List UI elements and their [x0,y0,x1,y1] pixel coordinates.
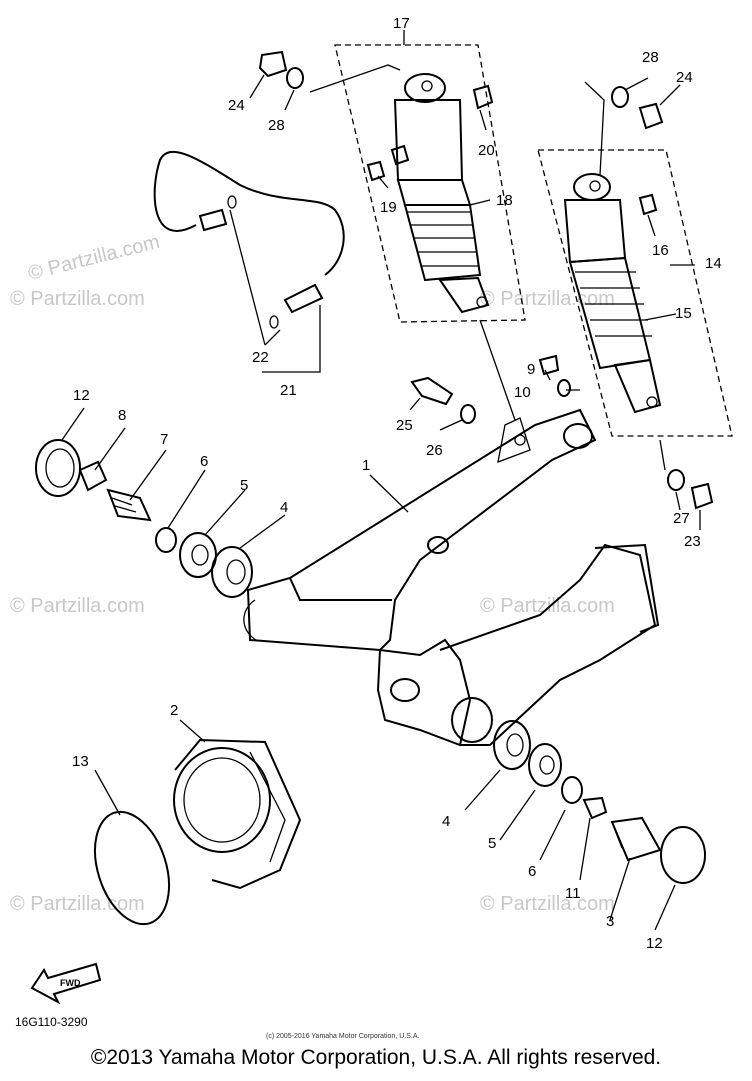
callout-13: 13 [72,753,89,770]
leader-lines [61,30,701,931]
swingarm [243,408,660,747]
footer-copyright: ©2013 Yamaha Motor Corporation, U.S.A. A… [90,1046,662,1069]
shock-group-14-box [537,149,733,437]
callout-6: 6 [200,453,208,470]
callout-4: 4 [442,813,450,830]
right-pivot-parts [493,720,706,884]
callout-1: 1 [362,457,370,474]
callout-12: 12 [73,387,90,404]
callout-5: 5 [488,835,496,852]
callout-24: 24 [676,69,693,86]
callout-23: 23 [684,533,701,550]
callout-9: 9 [527,361,535,378]
callout-27: 27 [673,510,690,527]
callout-22: 22 [252,349,269,366]
callout-20: 20 [478,142,495,159]
callout-19: 19 [380,199,397,216]
shock-group-17-box [334,44,526,323]
callout-16: 16 [652,242,669,259]
callout-2: 2 [170,702,178,719]
watermark: © Partzilla.com [26,231,162,285]
callout-15: 15 [675,305,692,322]
callout-7: 7 [160,431,168,448]
callout-17: 17 [393,15,410,32]
watermark: © Partzilla.com [10,595,145,617]
callout-8: 8 [118,407,126,424]
diagram-code: 16G110-3290 [15,1015,88,1029]
watermark: © Partzilla.com [480,288,615,310]
left-pivot-parts [35,439,253,598]
callout-10: 10 [514,384,531,401]
callout-3: 3 [606,913,614,930]
callout-26: 26 [426,442,443,459]
watermark: © Partzilla.com [10,893,145,915]
fwd-label: FWD [60,978,81,988]
callout-28: 28 [268,117,285,134]
swingarm-parts-diagram: © Partzilla.com © Partzilla.com © Partzi… [10,15,733,1040]
rear-shock-left [393,73,490,314]
callout-labels: 17 24 28 20 19 18 28 24 16 14 15 22 21 9… [72,15,722,952]
callout-6: 6 [528,863,536,880]
callout-28: 28 [642,49,659,66]
watermark: © Partzilla.com [10,288,145,310]
watermark: © Partzilla.com [480,893,615,915]
callout-5: 5 [240,477,248,494]
small-copyright: (c) 2005-2016 Yamaha Motor Corporation, … [266,1033,419,1040]
callout-12: 12 [646,935,663,952]
callout-4: 4 [280,499,288,516]
brake-hose [153,150,345,373]
callout-11: 11 [565,885,581,902]
callout-14: 14 [705,255,722,272]
final-drive-housing [94,738,302,926]
fwd-arrow: FWD [30,962,102,1005]
fasteners [258,50,714,510]
watermark: © Partzilla.com [480,595,615,617]
callout-18: 18 [496,192,513,209]
watermarks: © Partzilla.com © Partzilla.com © Partzi… [10,231,615,915]
callout-24: 24 [228,97,245,114]
callout-25: 25 [396,417,413,434]
rear-shock-right [563,173,662,414]
callout-21: 21 [280,382,297,399]
